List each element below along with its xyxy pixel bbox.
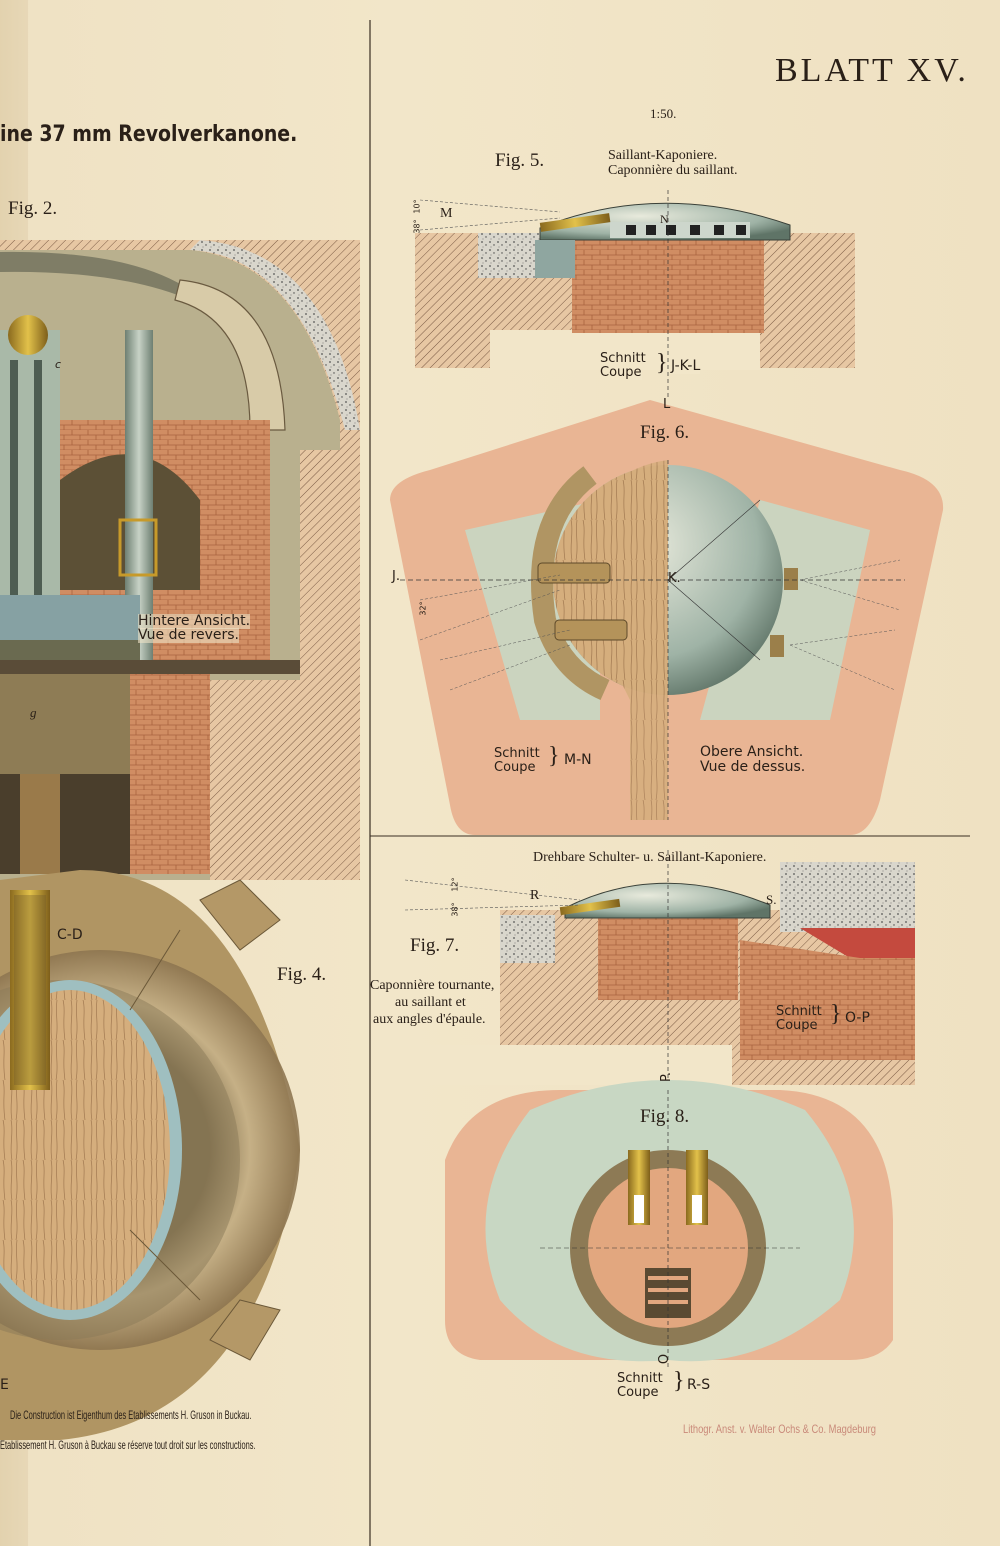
fig7-schnitt: Schnitt [776,1004,822,1019]
fig5-angle-a: 38° [412,219,422,234]
fig6-top-view-fr: Vue de dessus. [700,759,806,775]
fig7-angle-b: 12° [450,877,460,892]
fig5-caption-de: Saillant-Kaponiere. [608,148,718,163]
fig6-coupe: Coupe [494,760,536,775]
fig8-drawing [445,1080,893,1370]
fig5-caption-fr: Caponnière du saillant. [608,163,738,178]
rear-view-de: Hintere Ansicht. [138,613,251,629]
fig5-coupe: Coupe [600,365,642,380]
section-c-d: C-D [57,927,83,943]
scale-label: 1:50. [650,106,677,121]
lithographer-imprint: Lithogr. Anst. v. Walter Ochs & Co. Magd… [683,1422,877,1436]
fig5-drawing [415,190,855,400]
sheet-number: BLATT XV. [775,52,969,89]
rear-view-fr: Vue de revers. [138,627,239,643]
fig7-brace: } [830,1001,842,1027]
fig5-angle-b: 10° [412,199,422,214]
fig7-label: Fig. 7. [410,935,460,956]
fig5-schnitt: Schnitt [600,351,646,366]
fig6-brace: } [548,743,560,769]
fig6-schnitt: Schnitt [494,746,540,761]
letter-e: E [0,1377,9,1393]
fig8-letter-o: O [657,1353,673,1365]
fig7-fr-line1: Caponnière tournante, [370,978,495,993]
fig5-section: J-K-L [671,358,701,374]
sheet-title: ine 37 mm Revolverkanone. [0,122,298,147]
fig4-label: Fig. 4. [277,964,327,985]
fig6-letter-l: L [663,397,671,412]
fig6-label: Fig. 6. [640,422,690,443]
fig7-letter-s: S. [766,892,777,907]
fig7-caption: Drehbare Schulter- u. Saillant-Kaponiere… [533,850,767,865]
fig5-label: Fig. 5. [495,150,545,171]
fig6-drawing [390,400,944,835]
fig7-drawing [402,850,915,1085]
fig5-brace: } [656,350,668,376]
fig6-section: M-N [564,752,592,768]
fig8-brace: } [673,1368,685,1394]
fig8-coupe: Coupe [617,1385,659,1400]
ownership-note-de: Die Construction ist Eigenthum des Etabl… [10,1408,252,1422]
fig8-letter-p: P. [658,1072,674,1082]
fig6-top-view-de: Obere Ansicht. [700,744,804,760]
fig7-coupe: Coupe [776,1018,818,1033]
letter-g: g [30,705,37,720]
letter-c: c [55,358,62,371]
fig4-drawing [0,870,300,1440]
fig7-angle-a: 38° [450,902,460,917]
fig7-letter-r: R [530,888,540,903]
fig7-fr-line2: au saillant et [395,995,466,1010]
fig6-angle: 32° [418,601,428,616]
fig2-drawing [0,240,360,880]
fig5-letter-m: M [440,206,453,221]
fig6-letter-j: J. [392,569,400,584]
fig7-fr-line3: aux angles d'épaule. [373,1012,486,1027]
fig8-schnitt: Schnitt [617,1371,663,1386]
fig7-section: O-P [845,1010,870,1026]
ownership-note-fr: Etablissement H. Gruson à Buckau se rése… [0,1438,256,1452]
fig8-section: R-S [687,1377,711,1393]
fig8-label: Fig. 8. [640,1106,690,1127]
fig5-letter-n: N [660,212,669,226]
fig6-letter-k: K. [668,571,681,586]
fig2-label: Fig. 2. [8,198,58,219]
